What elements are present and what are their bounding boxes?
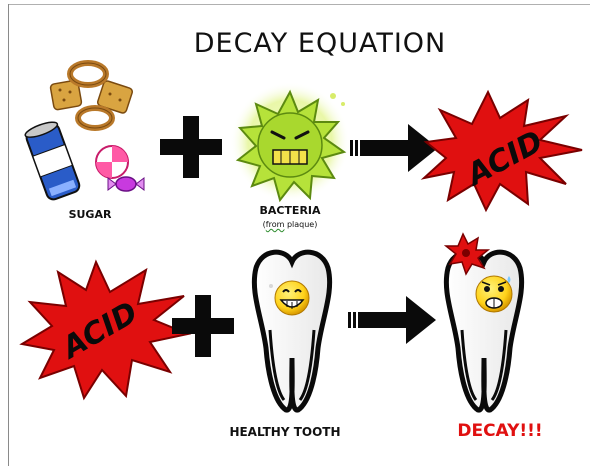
- arrow-right-icon: [350, 124, 438, 172]
- bacteria-label: BACTERIA: [235, 204, 345, 217]
- plaque-rest: plaque): [284, 220, 317, 229]
- plus-icon: [160, 116, 222, 178]
- decay-label: DECAY!!!: [440, 421, 560, 441]
- soda-can-icon: [24, 119, 82, 201]
- candy-icon: [96, 146, 144, 191]
- plus-icon: [172, 295, 234, 357]
- sugar-label: SUGAR: [55, 208, 125, 221]
- healthy-tooth-icon: [254, 252, 329, 410]
- plaque-from: from: [266, 220, 285, 229]
- arrow-right-icon: [348, 296, 436, 344]
- healthy-tooth-label: HEALTHY TOOTH: [210, 425, 360, 439]
- cookie-icon: [50, 63, 133, 128]
- bacteria-icon: [230, 82, 350, 202]
- decayed-tooth-icon: [446, 234, 522, 410]
- plaque-note: (from plaque): [235, 220, 345, 229]
